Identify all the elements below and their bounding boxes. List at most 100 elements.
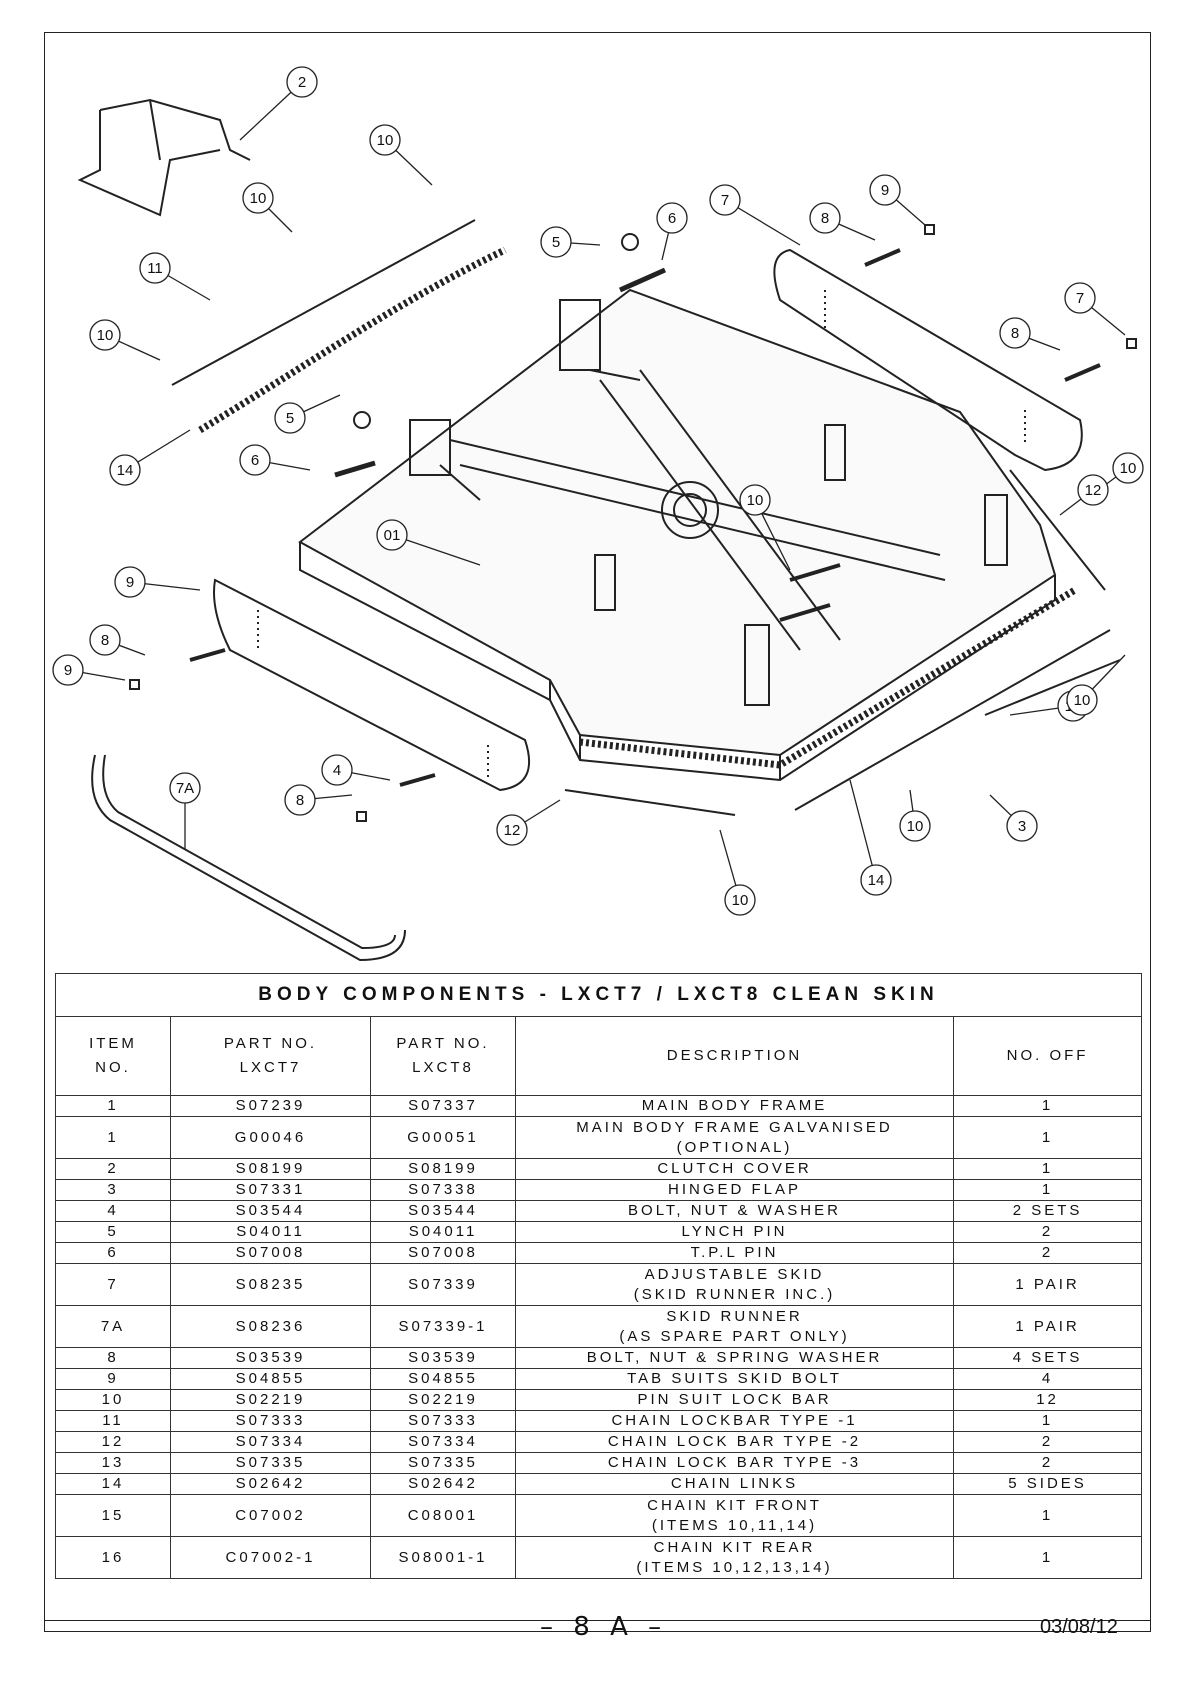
callout-label: 12 (504, 822, 521, 839)
callout-label: 6 (251, 452, 259, 469)
callout-item-3: 3 (989, 794, 1038, 842)
cell-description: HINGED FLAP (515, 1179, 954, 1201)
callout-label: 8 (101, 632, 109, 649)
cell-part-no-lxct8: S07339-1 (370, 1305, 516, 1348)
cell-part-no-lxct8: S02219 (370, 1389, 516, 1411)
callout-item-9: 9 (52, 654, 126, 686)
cell-description: TAB SUITS SKID BOLT (515, 1368, 954, 1390)
callout-item-10: 10 (899, 789, 931, 842)
callout-item-6: 6 (239, 444, 311, 476)
revision-date: 03/08/12 (1040, 1616, 1118, 1638)
adjustable-skid-right-part (773, 248, 1083, 472)
cell-item-no: 8 (55, 1347, 171, 1369)
cell-no-off: 4 SETS (952, 1347, 1143, 1369)
callout-label: 3 (1018, 818, 1026, 835)
cell-no-off: 1 (952, 1536, 1143, 1579)
callout-label: 11 (147, 260, 163, 277)
callout-label: 10 (747, 492, 764, 509)
cell-no-off: 1 (952, 1494, 1143, 1537)
callout-label: 10 (907, 818, 924, 835)
clutch-cover-part (77, 98, 251, 217)
cell-item-no: 16 (55, 1536, 171, 1579)
callout-label: 10 (97, 327, 114, 344)
cell-part-no-lxct7: S08199 (170, 1158, 371, 1180)
cell-item-no: 5 (55, 1221, 171, 1243)
cell-part-no-lxct7: S08236 (170, 1305, 371, 1348)
callout-label: 7 (1076, 290, 1084, 307)
callout-item-10: 10 (1066, 654, 1126, 716)
cell-no-off: 1 PAIR (952, 1263, 1143, 1306)
cell-description: LYNCH PIN (515, 1221, 954, 1243)
callout-label: 2 (298, 74, 306, 91)
callout-item-5: 5 (274, 394, 341, 434)
small-hardware-parts (129, 224, 1137, 822)
exploded-parts-diagram: 2101011101456560178978989410127A81012101… (52, 66, 1144, 962)
cell-description: CHAIN LOCKBAR TYPE -1 (515, 1410, 954, 1432)
cell-item-no: 14 (55, 1473, 171, 1495)
callout-label: 5 (286, 410, 294, 427)
callout-item-7a: 7A (169, 772, 201, 850)
cell-item-no: 1 (55, 1116, 171, 1159)
cell-description: ADJUSTABLE SKID (SKID RUNNER INC.) (515, 1263, 954, 1306)
callout-item-12: 12 (496, 799, 561, 846)
cell-no-off: 2 (952, 1431, 1143, 1453)
callout-item-8: 8 (89, 624, 146, 656)
cell-part-no-lxct8: S02642 (370, 1473, 516, 1495)
cell-description: CHAIN LOCK BAR TYPE -2 (515, 1431, 954, 1453)
cell-description: CHAIN LINKS (515, 1473, 954, 1495)
callout-label: 5 (552, 234, 560, 251)
cell-item-no: 7A (55, 1305, 171, 1348)
header-part-no-lxct7: PART NO. LXCT7 (170, 1016, 371, 1096)
cell-part-no-lxct8: C08001 (370, 1494, 516, 1537)
callout-item-14: 14 (109, 429, 191, 486)
cell-part-no-lxct8: G00051 (370, 1116, 516, 1159)
callout-label: 8 (296, 792, 304, 809)
cell-no-off: 2 (952, 1221, 1143, 1243)
callout-item-10: 10 (369, 124, 433, 186)
cell-part-no-lxct8: S07333 (370, 1410, 516, 1432)
callout-item-10: 10 (242, 182, 293, 233)
cell-part-no-lxct7: S07239 (170, 1095, 371, 1117)
cell-part-no-lxct7: S07008 (170, 1242, 371, 1264)
callout-item-10: 10 (719, 829, 756, 916)
cell-item-no: 10 (55, 1389, 171, 1411)
cell-part-no-lxct7: S07331 (170, 1179, 371, 1201)
cell-no-off: 1 (952, 1116, 1143, 1159)
footer-rule (44, 1620, 1151, 1621)
callout-item-11: 11 (139, 252, 211, 301)
callout-item-9: 9 (869, 174, 926, 226)
cell-no-off: 1 PAIR (952, 1305, 1143, 1348)
cell-part-no-lxct7: S02219 (170, 1389, 371, 1411)
adjustable-skid-left-part (213, 578, 530, 792)
callout-label: 14 (868, 872, 885, 889)
page-number: – 8 A – (540, 1612, 668, 1642)
cell-no-off: 1 (952, 1179, 1143, 1201)
callout-label: 4 (333, 762, 341, 779)
cell-no-off: 2 SETS (952, 1200, 1143, 1222)
cell-no-off: 5 SIDES (952, 1473, 1143, 1495)
main-body-frame-part (298, 288, 1057, 782)
callout-label: 8 (1011, 325, 1019, 342)
callout-label: 12 (1085, 482, 1102, 499)
callout-label: 10 (732, 892, 749, 909)
cell-part-no-lxct8: S07334 (370, 1431, 516, 1453)
cell-description: T.P.L PIN (515, 1242, 954, 1264)
callout-item-12: 12 (1059, 474, 1109, 516)
cell-description: MAIN BODY FRAME (515, 1095, 954, 1117)
callout-item-01: 01 (376, 519, 481, 566)
cell-part-no-lxct8: S08001-1 (370, 1536, 516, 1579)
cell-part-no-lxct8: S08199 (370, 1158, 516, 1180)
cell-part-no-lxct8: S07338 (370, 1179, 516, 1201)
callout-label: 7A (176, 780, 194, 797)
